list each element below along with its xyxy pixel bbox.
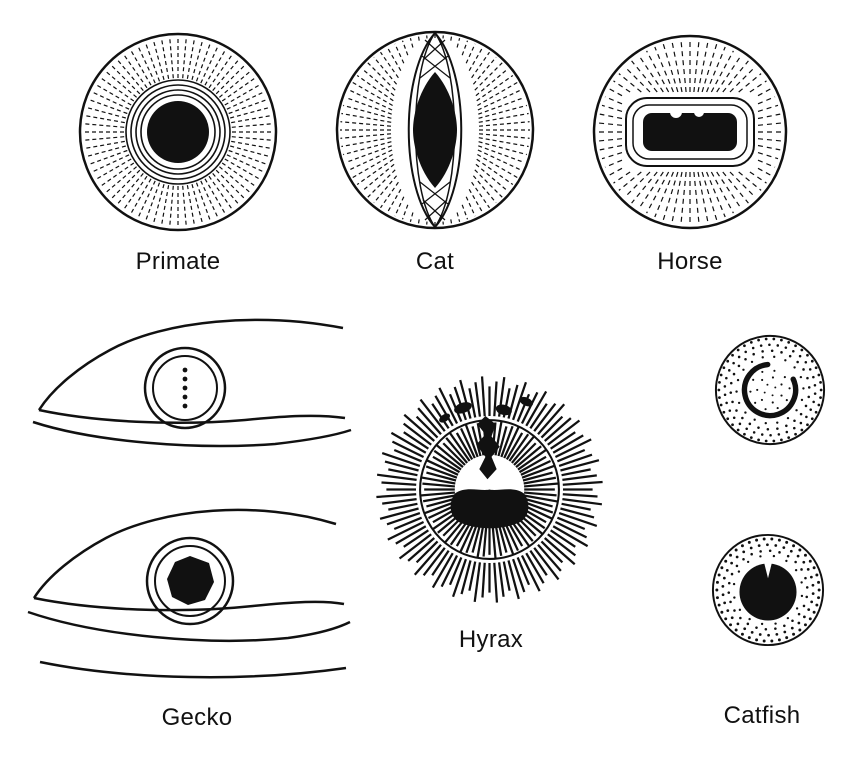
- catfish-eye-round-pupil: [711, 533, 825, 647]
- catfish2-outer-circle: [711, 533, 825, 647]
- gecko2-neck-line: [39, 660, 347, 679]
- gecko1-eye-outline: [143, 346, 227, 430]
- cat-label: Cat: [415, 248, 455, 275]
- catfish2-round-pupil: [739, 563, 797, 621]
- gecko2-mouth-line: [33, 596, 345, 612]
- gecko2-eye-outline: [145, 536, 235, 626]
- hyrax-umbraculum-blobs: [439, 396, 533, 423]
- catfish1-stipple: [717, 337, 823, 443]
- hyrax-pupil: [450, 489, 529, 529]
- horse-eye-diagram: [592, 34, 788, 230]
- primate-outer-circle: [78, 32, 278, 232]
- hyrax-umbraculum: [476, 416, 500, 480]
- gecko1-crown-line: [37, 318, 344, 411]
- gecko2-round-pupil: [167, 556, 214, 605]
- cat-top-braid-hatch: [419, 39, 451, 79]
- cat-iris-striations: [340, 35, 530, 225]
- horse-iris-striations: [598, 40, 782, 224]
- cat-bottom-braid-hatch: [419, 181, 451, 221]
- gecko1-mouth-line: [38, 408, 346, 424]
- gecko1-pinhole-pupil-dots: [182, 367, 188, 409]
- catfish1-outer-circle: [714, 334, 826, 446]
- catfish2-stipple: [715, 537, 821, 643]
- catfish1-ring-pupil: [741, 361, 799, 419]
- catfish-label: Catfish: [723, 702, 801, 729]
- gecko2-jaw-line: [27, 610, 351, 642]
- hyrax-label: Hyrax: [458, 626, 524, 653]
- catfish2-pupil-notch: [764, 562, 772, 579]
- gecko2-crown-line: [32, 508, 337, 599]
- horse-outer-circle: [592, 34, 788, 230]
- gecko-head-open-pupil: [27, 508, 351, 679]
- cat-eye-diagram: [335, 30, 535, 230]
- hyrax-eye-diagram: [376, 376, 603, 603]
- primate-pupil: [147, 101, 209, 163]
- horse-corpora-nigra-notch: [670, 106, 682, 118]
- gecko1-jaw-line: [32, 420, 352, 448]
- primate-eye-diagram: [78, 32, 278, 232]
- gecko-label: Gecko: [161, 704, 233, 731]
- gecko-head-closed-pupil: [32, 318, 352, 448]
- horse-label: Horse: [657, 248, 723, 275]
- catfish-eye-ring-pupil: [714, 334, 826, 446]
- horse-corpora-nigra-notch: [694, 107, 704, 117]
- cat-slit-pupil: [413, 72, 457, 188]
- primate-label: Primate: [135, 248, 221, 275]
- horse-rectangular-pupil: [643, 113, 737, 151]
